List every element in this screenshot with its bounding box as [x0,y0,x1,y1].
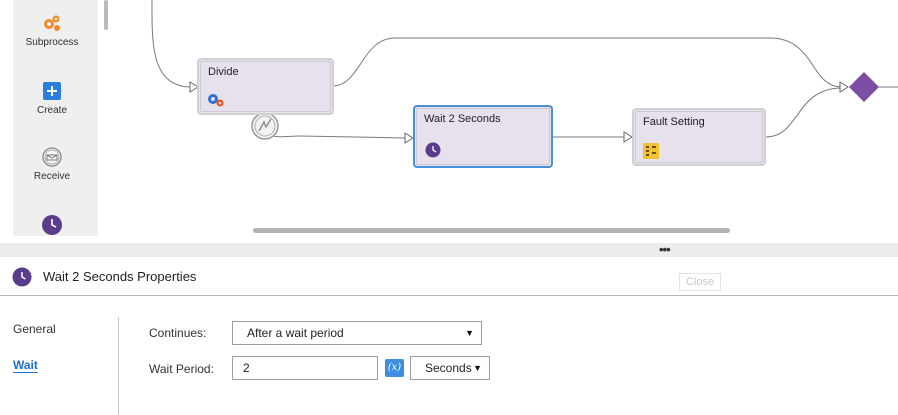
step-divide-title: Divide [208,66,239,78]
connector-into-divide [151,0,191,88]
continues-label: Continues: [149,326,207,340]
step-palette: Subprocess Create Receive [13,0,108,236]
step-divide[interactable]: Divide [197,58,334,115]
palette-item-receive[interactable]: Receive [13,146,91,182]
arrowhead-gateway [839,81,849,93]
clock-icon [12,267,32,287]
connector-boundary-wait [265,129,406,139]
step-divide-border [200,61,331,112]
palette-label-subprocess: Subprocess [25,37,79,48]
nav-tab-wait[interactable]: Wait [13,358,38,372]
palette-scrollbar[interactable] [104,0,108,30]
wait-period-input[interactable]: 2 [232,356,378,380]
receive-icon [42,147,62,167]
wait-period-label: Wait Period: [149,362,214,376]
properties-nav: General Wait [0,317,119,415]
gateway-diamond [849,72,879,102]
create-icon [43,82,61,100]
wait-clock-icon [42,215,62,235]
arrowhead-wait [404,132,414,144]
palette-label-create: Create [36,105,67,116]
properties-panel: Wait 2 Seconds Properties Close General … [0,257,898,415]
connector-divide-upper [332,37,843,88]
boundary-event-icon [251,112,279,140]
palette-item-subprocess[interactable]: Subprocess [13,12,91,48]
fault-setting-icon [643,143,659,159]
step-fault-title: Fault Setting [643,116,705,128]
step-fault-border [635,111,763,163]
step-fault-setting[interactable]: Fault Setting [632,108,766,166]
flow-connections [151,0,898,144]
continues-select[interactable]: After a wait period ▼ [232,321,482,345]
palette-item-create[interactable]: Create [13,80,91,116]
chevron-down-icon: ▼ [465,328,474,338]
splitter-handle-icon[interactable]: ••• [659,242,671,257]
arrowhead-fault [623,131,633,143]
chevron-down-icon: ▼ [473,363,482,373]
wait-unit-value: Seconds [425,361,472,375]
step-wait-border [416,108,550,165]
properties-title: Wait 2 Seconds Properties [43,269,197,284]
properties-header: Wait 2 Seconds Properties Close [0,257,898,296]
close-button[interactable]: Close [679,273,721,291]
process-canvas[interactable]: Subprocess Create Receive [0,0,898,242]
palette-label-receive: Receive [33,171,71,182]
nav-tab-general[interactable]: General [13,322,56,336]
continues-select-value: After a wait period [247,326,344,340]
canvas-horizontal-scrollbar[interactable] [253,228,730,233]
expression-button[interactable]: (x) [385,359,404,377]
gears-icon [208,94,224,107]
panel-splitter[interactable]: ••• [0,243,898,257]
step-wait-title: Wait 2 Seconds [424,113,501,125]
connector-fault-gateway [765,87,843,138]
palette-item-wait[interactable] [13,214,91,236]
step-wait-2-seconds[interactable]: Wait 2 Seconds [413,105,553,168]
arrowhead-divide [189,81,199,93]
subprocess-icon [44,15,60,31]
wait-unit-select[interactable]: Seconds ▼ [410,356,490,380]
clock-icon [425,142,441,158]
